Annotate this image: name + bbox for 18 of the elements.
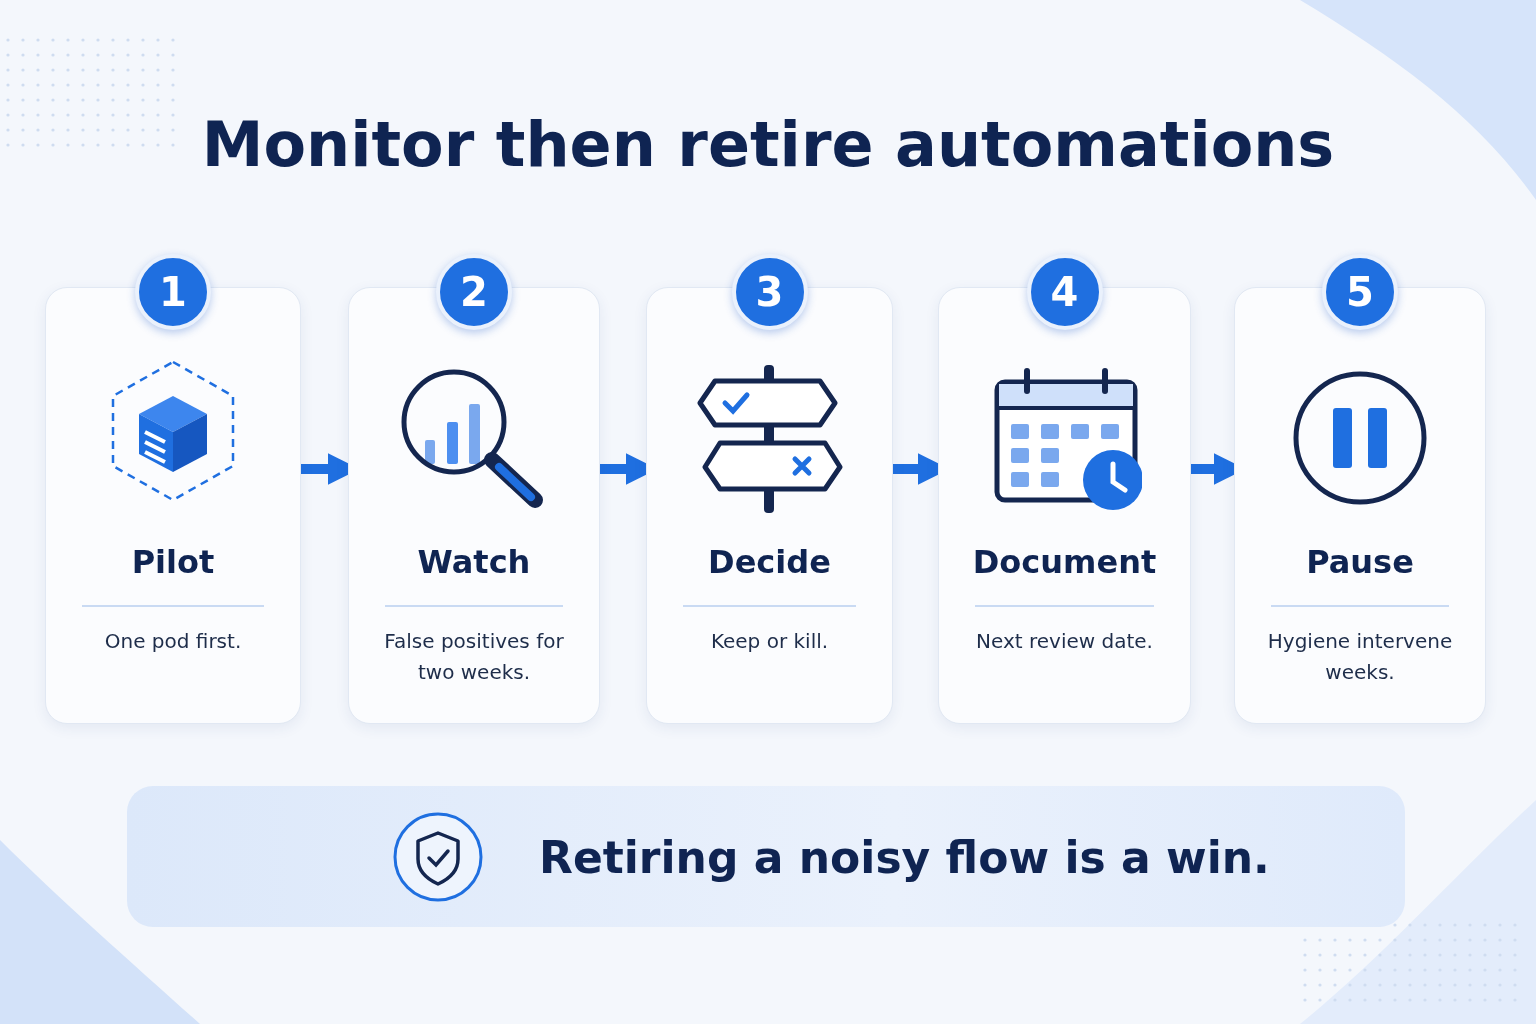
step-number-badge: 3 (731, 254, 808, 330)
step-title: Decide (707, 543, 832, 581)
step-number-badge: 5 (1322, 254, 1398, 330)
step-description: Hygiene intervene weeks. (1266, 628, 1454, 686)
step-title: Pause (1305, 543, 1415, 581)
step-description: One pod first. (103, 628, 243, 655)
step-description: False positives for two weeks. (383, 628, 565, 686)
step-number-badge: 4 (1026, 254, 1103, 330)
step-number-badge: 2 (436, 254, 512, 330)
step-title: Pilot (130, 543, 216, 581)
diagram-title: Monitor then retire automations (200, 108, 1336, 181)
banner-text: Retiring a noisy flow is a win. (539, 832, 1270, 883)
step-number-badge: 1 (135, 254, 211, 330)
message-banner (127, 786, 1405, 927)
step-title: Watch (416, 543, 532, 581)
step-title: Document (971, 543, 1158, 581)
step-description: Keep or kill. (709, 628, 830, 655)
step-description: Next review date. (975, 628, 1154, 655)
